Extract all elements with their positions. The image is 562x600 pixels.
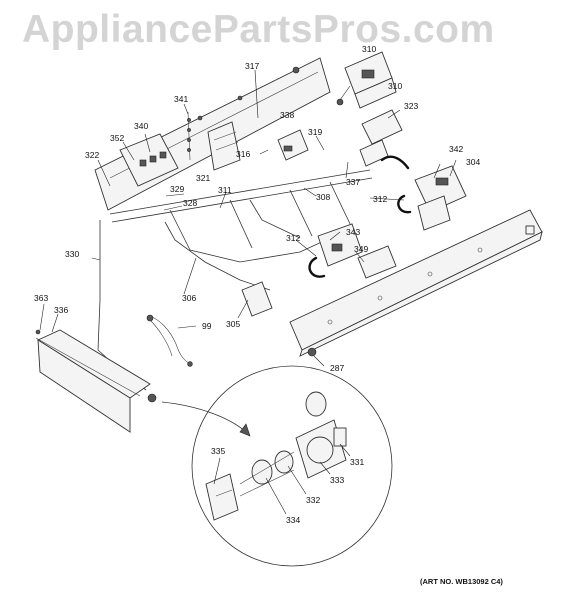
callout-310-top: 310 [362, 44, 377, 54]
valve-338 [277, 129, 309, 161]
callout-317: 317 [245, 61, 260, 71]
detail-circle [191, 365, 393, 567]
detail-arrow [161, 401, 247, 433]
detail-valve-assembly [205, 391, 347, 521]
callout-310: 310 [388, 81, 403, 91]
callout-328: 328 [183, 198, 198, 208]
callout-349: 349 [354, 244, 369, 254]
callout-343: 343 [346, 227, 361, 237]
switch-assembly [207, 121, 241, 171]
callout-312-lower: 312 [286, 233, 301, 243]
callout-340: 340 [134, 121, 149, 131]
detail-arrowhead [239, 423, 251, 437]
callout-321: 321 [196, 173, 211, 183]
callout-319: 319 [308, 127, 323, 137]
burner-valve-343 [317, 223, 363, 267]
callout-334: 334 [286, 515, 301, 525]
callout-323: 323 [404, 101, 419, 111]
pressure-regulator [336, 51, 397, 109]
terminal-strip [187, 111, 191, 161]
callout-363: 363 [34, 293, 49, 303]
bracket-305 [241, 281, 273, 317]
callout-99: 99 [202, 321, 212, 331]
wire-harness-99 [146, 314, 193, 367]
callout-311: 311 [218, 185, 232, 195]
module-342 [414, 165, 467, 231]
art-number: (ART NO. WB13092 C4) [420, 577, 503, 586]
callout-341: 341 [174, 94, 189, 104]
callout-335: 335 [211, 446, 226, 456]
callout-333: 333 [330, 475, 345, 485]
callout-342: 342 [449, 144, 464, 154]
callout-304: 304 [466, 157, 481, 167]
callout-329: 329 [170, 184, 185, 194]
callout-312-upper: 312 [373, 194, 388, 204]
callout-331: 331 [350, 457, 365, 467]
callout-306: 306 [182, 293, 197, 303]
callout-322: 322 [85, 150, 100, 160]
bracket-323 [359, 109, 403, 167]
wire-312-upper [397, 194, 412, 214]
watermark-logo: AppliancePartsPros.com [22, 8, 495, 51]
wire-337 [380, 155, 410, 170]
callout-287: 287 [330, 363, 345, 373]
callout-330: 330 [65, 249, 80, 259]
oven-burner [35, 329, 157, 433]
callout-337: 337 [346, 177, 361, 187]
callout-316: 316 [236, 149, 251, 159]
callout-336: 336 [54, 305, 69, 315]
burner-valve-349 [357, 245, 397, 279]
callout-332: 332 [306, 495, 321, 505]
callout-352: 352 [110, 133, 125, 143]
callout-305: 305 [226, 319, 241, 329]
leader-lines [39, 69, 457, 515]
callout-308: 308 [316, 192, 331, 202]
wire-312-lower [308, 256, 326, 278]
callout-338: 338 [280, 110, 295, 120]
control-panel [289, 209, 543, 357]
